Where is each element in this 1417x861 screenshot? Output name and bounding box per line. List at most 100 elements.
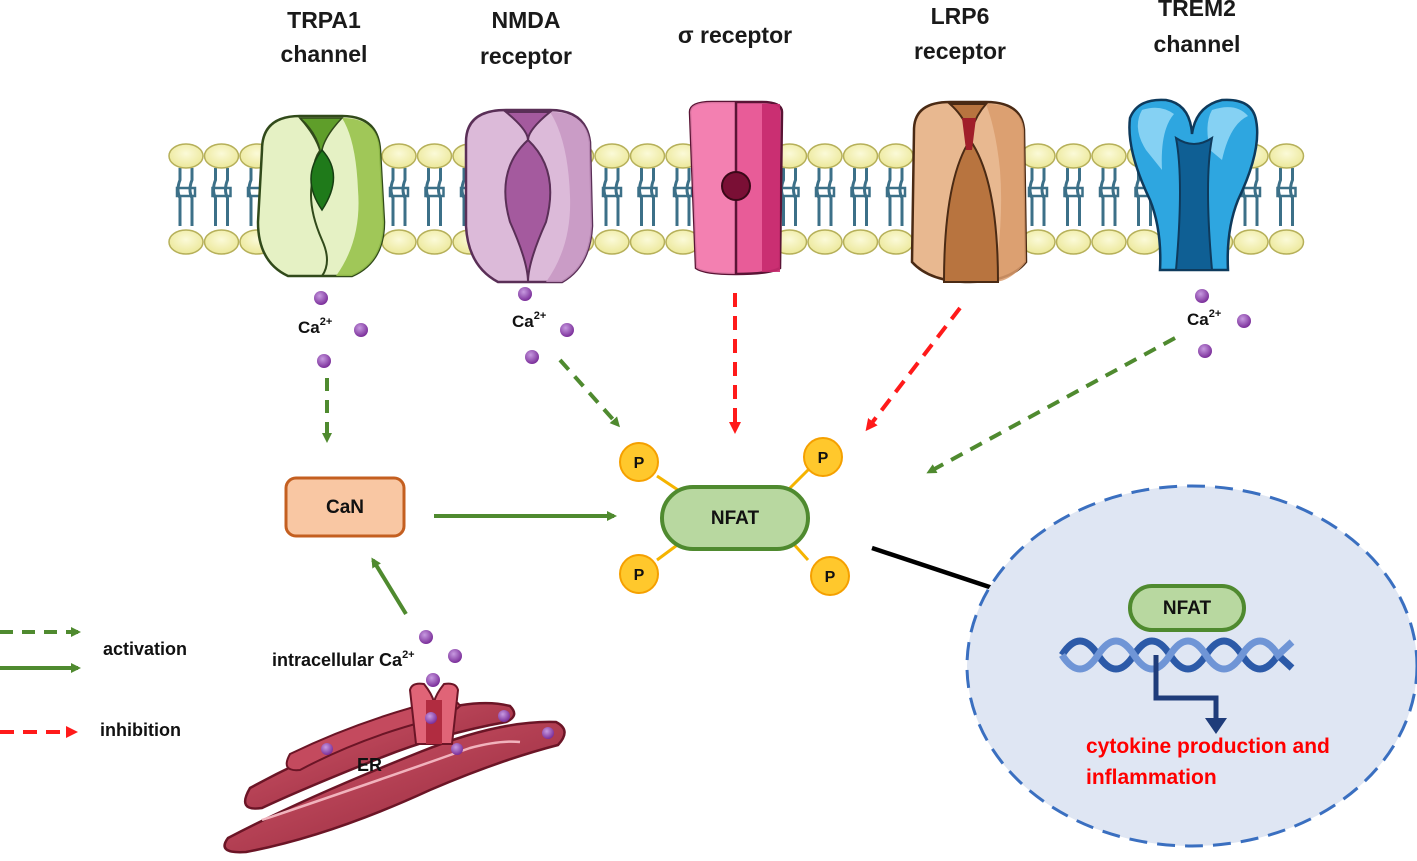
- er-icon: ER: [223, 682, 566, 854]
- legend-inhibition-label: inhibition: [100, 720, 181, 740]
- lrp6-inhibition-arrow: [865, 306, 962, 432]
- lipid-head: [1268, 229, 1305, 255]
- lipid-head: [1020, 143, 1056, 169]
- lipid-head: [203, 229, 240, 255]
- lipid-kink: [424, 186, 445, 198]
- nmda-title: NMDA: [492, 7, 561, 33]
- calcium-ion: [518, 287, 532, 301]
- calcium-ion: [542, 727, 554, 739]
- trpa1-subtitle: channel: [281, 41, 368, 67]
- calcium-ion: [321, 743, 333, 755]
- lipid-kink: [388, 186, 410, 198]
- calcium-ion: [426, 673, 440, 687]
- sigma-title: σ receptor: [678, 22, 792, 48]
- lipid-tail: [1111, 168, 1117, 226]
- lipid-head: [381, 143, 417, 169]
- lipid-head: [1055, 229, 1092, 255]
- lipid-head: [842, 143, 879, 169]
- lipid-kink: [885, 186, 907, 198]
- calcium-ion: [525, 350, 539, 364]
- phosphate-group: [810, 556, 850, 596]
- phosphate-group: [619, 554, 659, 594]
- lipid-head: [1091, 143, 1127, 169]
- lipid-head: [629, 229, 666, 255]
- lipid-head: [878, 229, 914, 255]
- receptor-labels: TRPA1 channel NMDA receptor σ receptor L…: [281, 0, 1241, 69]
- nmda-subtitle: receptor: [480, 43, 572, 69]
- lrp6-receptor-icon: [910, 100, 1028, 284]
- calcium-cluster-trem2: Ca2+: [1187, 289, 1251, 358]
- lipid-kink: [175, 186, 197, 198]
- er-label: ER: [357, 755, 382, 775]
- trpa1-title: TRPA1: [287, 7, 361, 33]
- lipid-tail: [437, 168, 442, 226]
- lipid-head: [168, 229, 204, 255]
- calcium-ion: [560, 323, 574, 337]
- calcium-ion: [314, 291, 328, 305]
- lipid-head: [1268, 143, 1305, 169]
- calcium-ion: [419, 630, 433, 644]
- lipid-head: [1233, 229, 1269, 255]
- lipid-tail: [792, 168, 797, 226]
- lipid-kink: [814, 186, 836, 198]
- lipid-head: [878, 143, 914, 169]
- lipid-head: [594, 229, 630, 255]
- lipid-tail: [898, 168, 904, 226]
- lipid-kink: [1027, 186, 1049, 198]
- nmda-to-nfat-activation-arrow: [558, 358, 620, 428]
- lipid-kink: [779, 186, 800, 198]
- lipid-head: [1126, 229, 1163, 255]
- lipid-head: [381, 229, 417, 255]
- calcium-cluster-nmda: Ca2+: [512, 287, 574, 364]
- calcium-ion: [1237, 314, 1251, 328]
- lipid-head: [629, 143, 666, 169]
- lipid-tail: [827, 168, 833, 226]
- calcium-label: Ca2+: [298, 316, 332, 337]
- lipid-tail: [1289, 168, 1294, 226]
- calcium-ion: [317, 354, 331, 368]
- lipid-head: [168, 143, 204, 169]
- calcium-ion: [451, 743, 463, 755]
- calcium-ion: [354, 323, 368, 337]
- lipid-head: [1055, 143, 1092, 169]
- lipid-kink: [1063, 186, 1084, 198]
- nuclear-nfat-label: NFAT: [1163, 598, 1212, 619]
- can-label: CaN: [326, 497, 364, 518]
- phosphate-label: P: [634, 455, 645, 472]
- lipid-head: [1091, 229, 1127, 255]
- nmda-receptor-icon: [464, 108, 594, 284]
- trem2-activation-arrow: [926, 336, 1176, 474]
- trem2-subtitle: channel: [1154, 31, 1241, 57]
- calcium-ion: [498, 710, 510, 722]
- lipid-head: [842, 229, 879, 255]
- phosphate-label: P: [818, 450, 829, 467]
- trem2-title: TREM2: [1158, 0, 1236, 21]
- lipid-kink: [1098, 186, 1120, 198]
- lipid-tail: [1253, 168, 1259, 226]
- lipid-tail: [401, 168, 407, 226]
- nucleus: NFAT cytokine production and inflammatio…: [965, 484, 1417, 848]
- calcium-ion: [448, 649, 462, 663]
- calcium-ion: [1195, 289, 1209, 303]
- calcium-ion: [1198, 344, 1212, 358]
- lipid-tail: [188, 168, 194, 226]
- nuclear-nfat-box: [1128, 584, 1246, 632]
- lipid-kink: [601, 186, 623, 198]
- lipid-kink: [850, 186, 871, 198]
- lipid-head: [807, 229, 843, 255]
- er-calcium-to-can-arrow: [371, 557, 408, 616]
- nfat-label: NFAT: [711, 508, 760, 529]
- lipid-head: [807, 143, 843, 169]
- output-line-1: cytokine production and: [1086, 735, 1330, 758]
- lipid-head: [203, 143, 240, 169]
- nfat-phosphorylated-complex: NFAT P P P P: [619, 437, 850, 596]
- phosphate-label: P: [634, 567, 645, 584]
- trem2-channel-icon: [1128, 98, 1259, 272]
- calcium-cluster-trpa1: Ca2+: [298, 291, 368, 368]
- lipid-tail: [863, 168, 868, 226]
- lipid-tail: [1076, 168, 1081, 226]
- lipid-kink: [672, 186, 694, 198]
- legend: activation inhibition: [0, 627, 187, 740]
- calcium-label: Ca2+: [512, 310, 546, 331]
- lipid-kink: [1276, 186, 1297, 198]
